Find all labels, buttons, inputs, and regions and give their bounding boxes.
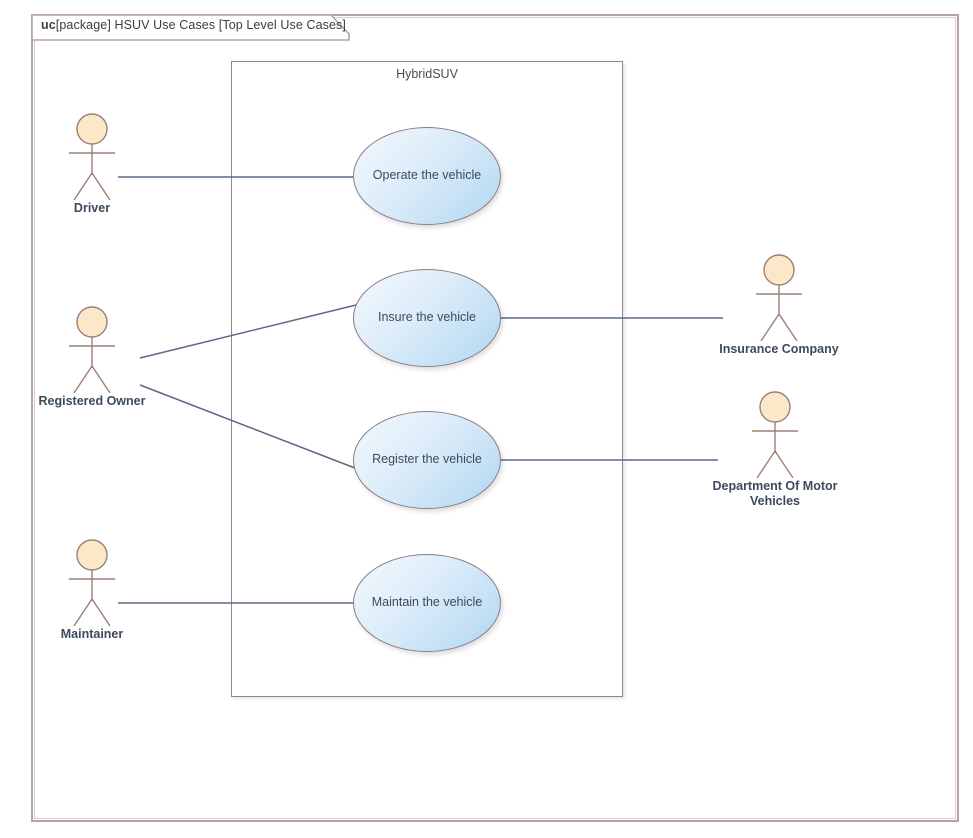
use-case-ellipse	[353, 127, 501, 225]
actor-label: Driver	[73, 201, 111, 215]
frame-title-rest: [package] HSUV Use Cases [Top Level Use …	[55, 18, 346, 32]
use-case-ellipse	[353, 269, 501, 367]
frame-title-tab: uc[package] HSUV Use Cases [Top Level Us…	[31, 14, 351, 41]
use-case-label: Register the vehicle	[372, 452, 482, 467]
frame-title-label: uc[package] HSUV Use Cases [Top Level Us…	[41, 18, 346, 32]
system-boundary-label: HybridSUV	[396, 67, 458, 81]
actor-maintainer[interactable]: Maintainer	[32, 538, 152, 642]
use-case-insure-the-vehicle[interactable]: Insure the vehicle	[353, 269, 501, 367]
actor-stick-figure-icon	[715, 390, 835, 478]
use-case-label: Maintain the vehicle	[371, 595, 483, 610]
use-case-ellipse	[353, 411, 501, 509]
actor-label: Department Of Motor Vehicles	[712, 479, 838, 509]
actor-stick-figure-icon	[32, 538, 152, 626]
frame-title-keyword: uc	[41, 18, 56, 32]
actor-department-of-motor-vehicles[interactable]: Department Of Motor Vehicles	[713, 390, 838, 510]
actor-stick-figure-icon	[32, 112, 152, 200]
actor-insurance-company[interactable]: Insurance Company	[719, 253, 839, 357]
actor-label: Insurance Company	[719, 342, 839, 356]
actor-stick-figure-icon	[719, 253, 839, 341]
use-case-maintain-the-vehicle[interactable]: Maintain the vehicle	[353, 554, 501, 652]
actor-registered-owner[interactable]: Registered Owner	[32, 305, 152, 409]
actor-driver[interactable]: Driver	[32, 112, 152, 216]
use-case-register-the-vehicle[interactable]: Register the vehicle	[353, 411, 501, 509]
actor-stick-figure-icon	[32, 305, 152, 393]
system-boundary-hybridsuv	[231, 61, 623, 697]
use-case-label: Insure the vehicle	[378, 310, 476, 325]
use-case-ellipse	[353, 554, 501, 652]
actor-label: Maintainer	[60, 627, 124, 641]
actor-label: Registered Owner	[38, 394, 146, 408]
use-case-label: Operate the vehicle	[372, 168, 482, 183]
use-case-operate-the-vehicle[interactable]: Operate the vehicle	[353, 127, 501, 225]
